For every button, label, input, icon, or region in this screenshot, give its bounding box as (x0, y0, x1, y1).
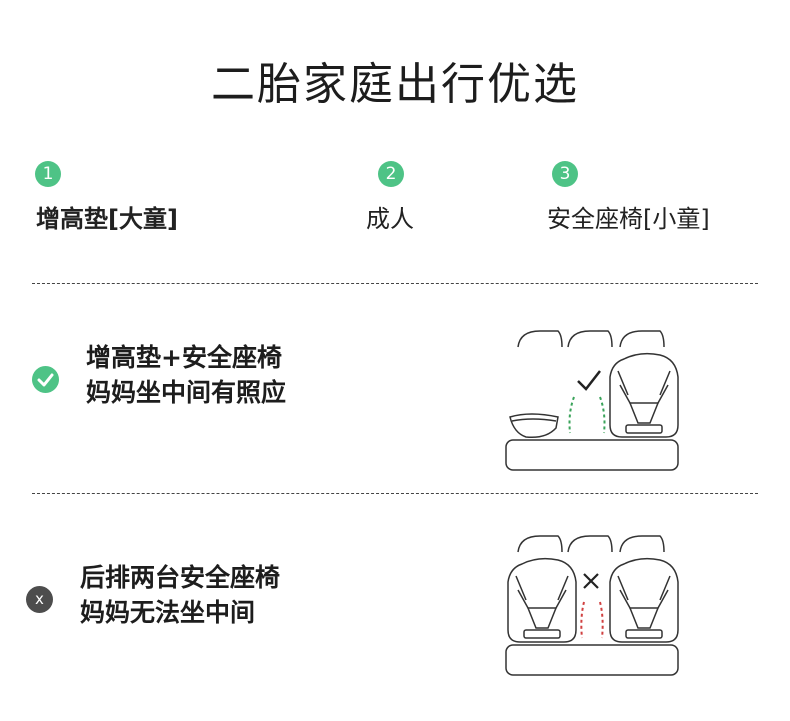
step-1-label: 增高垫[大童] (36, 205, 178, 233)
not-recommended-line-2: 妈妈无法坐中间 (80, 598, 256, 627)
booster-and-seat-illustration (505, 330, 679, 471)
step-3-label: 安全座椅[小童] (547, 205, 710, 233)
recommended-text: 增高垫+安全座椅 妈妈坐中间有照应 (86, 340, 286, 410)
check-circle-icon (32, 366, 59, 393)
not-recommended-text: 后排两台安全座椅 妈妈无法坐中间 (80, 560, 280, 630)
step-3-number-badge: 3 (552, 161, 578, 187)
recommended-line-1: 增高垫+安全座椅 (86, 343, 282, 372)
step-2-label: 成人 (366, 205, 414, 233)
recommended-line-2: 妈妈坐中间有照应 (86, 378, 287, 407)
x-circle-icon: x (26, 586, 53, 613)
two-seats-illustration (505, 535, 679, 676)
divider-top (32, 283, 758, 284)
not-recommended-line-1: 后排两台安全座椅 (80, 563, 281, 592)
page-title: 二胎家庭出行优选 (211, 59, 579, 110)
divider-middle (32, 493, 758, 494)
step-1-number-badge: 1 (35, 161, 61, 187)
step-2-number-badge: 2 (378, 161, 404, 187)
